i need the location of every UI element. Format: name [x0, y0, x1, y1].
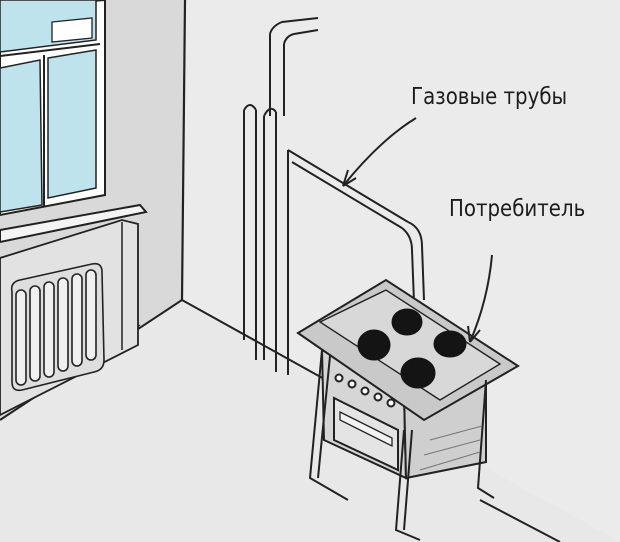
floor-line-right-2 — [479, 499, 561, 542]
stove-icon — [296, 278, 520, 541]
arrow-icon — [342, 117, 493, 343]
radiator-icon — [10, 262, 105, 392]
floor — [0, 300, 620, 542]
burner-icon — [357, 308, 467, 389]
gas-pipes-label: Газовые трубы — [411, 84, 568, 110]
back-wall — [182, 0, 620, 542]
window-icon — [0, 0, 148, 244]
wall-corner-line — [180, 0, 187, 301]
gas-pipe-icon — [243, 17, 425, 375]
consumer-label: Потребитель — [449, 196, 586, 222]
